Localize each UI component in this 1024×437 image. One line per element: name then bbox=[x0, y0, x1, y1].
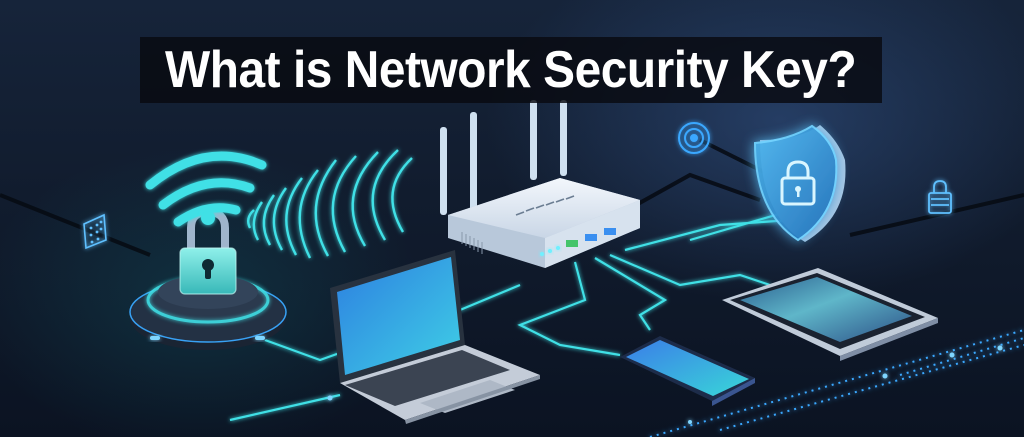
data-dots bbox=[649, 329, 1024, 437]
wifi-lock bbox=[129, 151, 287, 350]
router bbox=[440, 100, 640, 268]
tablet bbox=[722, 268, 938, 361]
target-icon bbox=[678, 122, 710, 154]
smartphone bbox=[620, 336, 755, 406]
laptop bbox=[330, 250, 540, 424]
shield-lock bbox=[753, 124, 846, 242]
small-lock-icon bbox=[928, 180, 952, 214]
keypad-icon bbox=[83, 213, 107, 250]
signal-waves bbox=[247, 149, 413, 259]
title-banner: What is Network Security Key? bbox=[140, 37, 882, 103]
page-title: What is Network Security Key? bbox=[165, 41, 857, 99]
